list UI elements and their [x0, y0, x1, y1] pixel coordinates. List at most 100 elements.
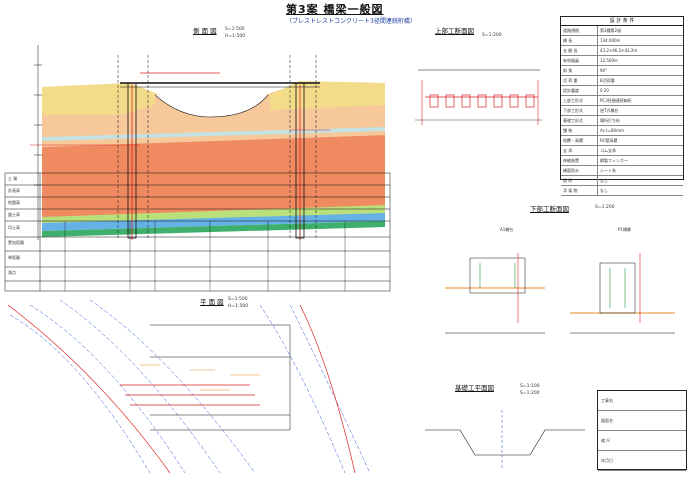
substructure-label: 下部工断面図: [530, 205, 569, 213]
drawing-subtitle: （プレストレストコンクリート3径間連続桁橋）: [286, 18, 416, 25]
cross-section-drawing: [415, 69, 542, 125]
profile-row-label: 盛土高: [8, 212, 20, 217]
profile-row-label: 土 質: [8, 176, 18, 181]
spec-key: 添 架 物: [561, 186, 598, 195]
spec-value: 鋼製フィンガー: [600, 158, 628, 163]
profile-row-label: 累加距離: [8, 240, 24, 245]
spec-key: 橋 長: [561, 36, 598, 45]
spec-value: PC3径間連続箱桁: [600, 98, 632, 103]
plan-bridge-outline: [150, 324, 291, 431]
title-block-label: 工事名: [601, 398, 613, 403]
spec-row: 添 架 物なし: [561, 186, 683, 196]
profile-row-label: 地盤高: [8, 200, 20, 205]
soil-layer-middle: [42, 135, 385, 217]
title-block-label: 年月日: [601, 458, 613, 463]
spec-value: RC壁高欄: [600, 138, 618, 143]
cross-section-scale: S=1:200: [482, 33, 502, 38]
title-block-row: 図面名: [598, 411, 686, 431]
spec-table-title: 設 計 条 件: [561, 17, 683, 26]
side-view-drawing: [4, 45, 391, 292]
title-block-row: 縮 尺: [598, 431, 686, 451]
spec-row: 伸縮装置鋼製フィンガー: [561, 156, 683, 166]
title-block: 工事名図面名縮 尺年月日: [597, 390, 687, 471]
spec-key: 舗 装: [561, 126, 598, 135]
spec-value: As t=80mm: [600, 128, 624, 133]
spec-key: 照 明: [561, 176, 598, 185]
side-view-scale-1: S=1:500: [225, 27, 245, 32]
spec-value: シート系: [600, 168, 616, 173]
spec-row: 照 明なし: [561, 176, 683, 186]
contour-lines-blue: [9, 299, 371, 474]
profile-row-label: 切土高: [8, 225, 20, 230]
substructure-scale: S=1:200: [595, 205, 615, 210]
spec-value: 第3種第2級: [600, 28, 622, 33]
embankment-left: [42, 83, 155, 115]
substructure-right-label: P1橋脚: [618, 227, 631, 232]
substructure-drawing: [445, 253, 675, 334]
plan-view-scale-2: H=1:500: [228, 304, 249, 309]
spec-key: 有効幅員: [561, 56, 598, 65]
spec-value: 場所打ち杭: [600, 118, 620, 123]
profile-stations: [64, 221, 346, 291]
cross-section-label: 上部工断面図: [435, 27, 474, 35]
spec-value: 43.2+46.2+43.2m: [600, 48, 638, 53]
spec-key: 地覆・高欄: [561, 136, 598, 145]
cross-section-view: 上部工断面図 S=1:200: [400, 25, 550, 145]
profile-row-label: 計画高: [8, 188, 20, 193]
spec-value: 90°: [600, 68, 608, 73]
title-block-label: 縮 尺: [601, 438, 611, 443]
spec-key: 下部工形式: [561, 106, 598, 115]
profile-row-label: 単距離: [8, 255, 20, 260]
title-block-row: 工事名: [598, 391, 686, 411]
spec-value: なし: [600, 188, 608, 193]
spec-key: 支 承: [561, 146, 598, 155]
spec-key: 上部工形式: [561, 96, 598, 105]
profile-table-grid: [4, 172, 391, 292]
foundation-outline: [425, 429, 585, 456]
plan-view: 平 面 図 S=1:500 H=1:500: [0, 295, 395, 474]
foundation-scale-1: S=1:100: [520, 384, 540, 389]
spec-key: 伸縮装置: [561, 156, 598, 165]
spec-row: 橋面防水シート系: [561, 166, 683, 176]
plan-view-label: 平 面 図: [200, 298, 224, 306]
title-block-label: 図面名: [601, 418, 613, 423]
spec-row: 道路規格第3種第2級: [561, 26, 683, 36]
foundation-scale-2: S=1:200: [520, 391, 540, 396]
river-channel: [154, 94, 269, 118]
spec-value: ゴム支承: [600, 148, 616, 153]
spec-row: 支 承ゴム支承: [561, 146, 683, 156]
drawing-title: 第3案 橋梁一般図: [286, 3, 384, 16]
spec-row: 下部工形式逆T式橋台: [561, 106, 683, 116]
spec-value: B活荷重: [600, 78, 615, 83]
foundation-view: 基礎工平面図 S=1:100 S=1:200: [420, 380, 590, 470]
spec-value: 134.000m: [600, 38, 621, 43]
foundation-drawing: [425, 410, 585, 468]
substructure-rebar: [479, 263, 626, 308]
substructure-outlines: [445, 257, 675, 334]
spec-key: 活 荷 重: [561, 76, 598, 85]
substructure-left-label: A1橋台: [500, 227, 514, 232]
spec-row: 基礎工形式場所打ち杭: [561, 116, 683, 126]
girder-webs: [429, 94, 535, 108]
spec-key: 基礎工形式: [561, 116, 598, 125]
title-block-row: 年月日: [598, 451, 686, 471]
spec-value: 逆T式橋台: [600, 108, 619, 113]
substructure-red-lines: [517, 253, 641, 323]
spec-value: 12.500m: [600, 58, 618, 63]
side-view-label: 側 面 図: [193, 27, 217, 35]
spec-key: 支 間 長: [561, 46, 598, 55]
spec-key: 斜 角: [561, 66, 598, 75]
spec-key: 橋面防水: [561, 166, 598, 175]
foundation-label: 基礎工平面図: [455, 384, 494, 392]
side-view: 側 面 図 S=1:500 H=1:500 土 質 計画高 地盤高 盛土高 切土…: [0, 25, 395, 295]
side-view-scale-2: H=1:500: [225, 34, 246, 39]
